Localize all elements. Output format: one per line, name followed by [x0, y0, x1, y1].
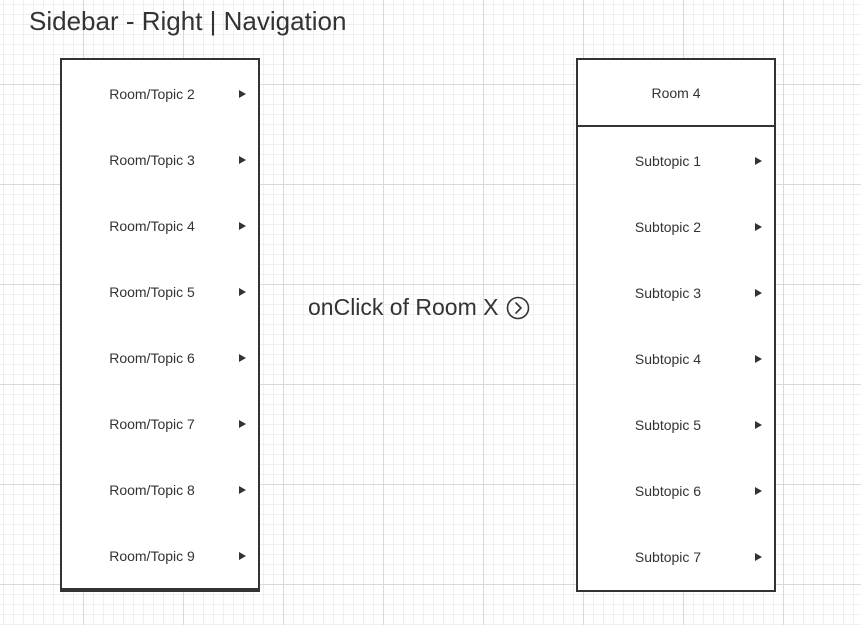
left-sidebar: Room/Topic 2 Room/Topic 3 Room/Topic 4 R… — [60, 58, 260, 592]
sidebar-header[interactable]: Room 4 — [578, 60, 774, 127]
sidebar-item-subtopic-3[interactable]: Subtopic 3 — [578, 260, 774, 326]
sidebar-item-room-topic-3[interactable]: Room/Topic 3 — [62, 127, 258, 193]
right-sidebar: Room 4 Subtopic 1 Subtopic 2 Subtopic 3 … — [576, 58, 776, 592]
page-title: Sidebar - Right | Navigation — [29, 6, 347, 36]
sidebar-item-label: Room/Topic 6 — [109, 350, 195, 366]
sidebar-item-room-topic-5[interactable]: Room/Topic 5 — [62, 259, 258, 325]
arrow-right-icon — [239, 222, 246, 230]
arrow-right-icon — [239, 288, 246, 296]
arrow-right-icon — [239, 420, 246, 428]
arrow-right-icon — [755, 355, 762, 363]
sidebar-item-subtopic-5[interactable]: Subtopic 5 — [578, 392, 774, 458]
sidebar-item-subtopic-4[interactable]: Subtopic 4 — [578, 326, 774, 392]
sidebar-item-label: Subtopic 3 — [634, 285, 702, 301]
sidebar-item-label: Room/Topic 3 — [109, 152, 195, 168]
sidebar-item-label: Room/Topic 8 — [109, 482, 195, 498]
sidebar-item-label: Subtopic 5 — [634, 417, 702, 433]
arrow-right-icon — [755, 223, 762, 231]
arrow-right-icon — [755, 487, 762, 495]
sidebar-item-room-topic-4[interactable]: Room/Topic 4 — [62, 193, 258, 259]
sidebar-item-room-topic-7[interactable]: Room/Topic 7 — [62, 391, 258, 457]
arrow-right-icon — [239, 354, 246, 362]
sidebar-item-subtopic-1[interactable]: Subtopic 1 — [578, 128, 774, 194]
sidebar-item-label: Room/Topic 2 — [109, 86, 195, 102]
sidebar-item-subtopic-6[interactable]: Subtopic 6 — [578, 458, 774, 524]
sidebar-item-label: Subtopic 6 — [634, 483, 702, 499]
sidebar-item-label: Subtopic 1 — [634, 153, 702, 169]
arrow-right-icon — [755, 553, 762, 561]
sidebar-item-label: Room/Topic 7 — [109, 416, 195, 432]
sidebar-item-label: Subtopic 4 — [634, 351, 702, 367]
arrow-right-icon — [755, 289, 762, 297]
arrow-right-icon — [239, 552, 246, 560]
arrow-right-icon — [239, 486, 246, 494]
sidebar-item-room-topic-9[interactable]: Room/Topic 9 — [62, 523, 258, 589]
transition-text: onClick of Room X — [308, 294, 499, 320]
sidebar-item-room-topic-2[interactable]: Room/Topic 2 — [62, 61, 258, 127]
sidebar-item-label: Room/Topic 4 — [109, 218, 195, 234]
sidebar-item-label: Subtopic 7 — [634, 549, 702, 565]
transition-label: onClick of Room X — [308, 294, 530, 321]
sidebar-item-label: Subtopic 2 — [634, 219, 702, 235]
sidebar-item-subtopic-7[interactable]: Subtopic 7 — [578, 524, 774, 590]
sidebar-item-room-topic-8[interactable]: Room/Topic 8 — [62, 457, 258, 523]
sidebar-item-label: Room/Topic 9 — [109, 548, 195, 564]
arrow-right-icon — [755, 157, 762, 165]
sidebar-item-label: Room/Topic 5 — [109, 284, 195, 300]
sidebar-item-subtopic-2[interactable]: Subtopic 2 — [578, 194, 774, 260]
circle-chevron-right-icon — [506, 296, 530, 320]
arrow-right-icon — [239, 156, 246, 164]
arrow-right-icon — [755, 421, 762, 429]
sidebar-item-room-topic-6[interactable]: Room/Topic 6 — [62, 325, 258, 391]
arrow-right-icon — [239, 90, 246, 98]
